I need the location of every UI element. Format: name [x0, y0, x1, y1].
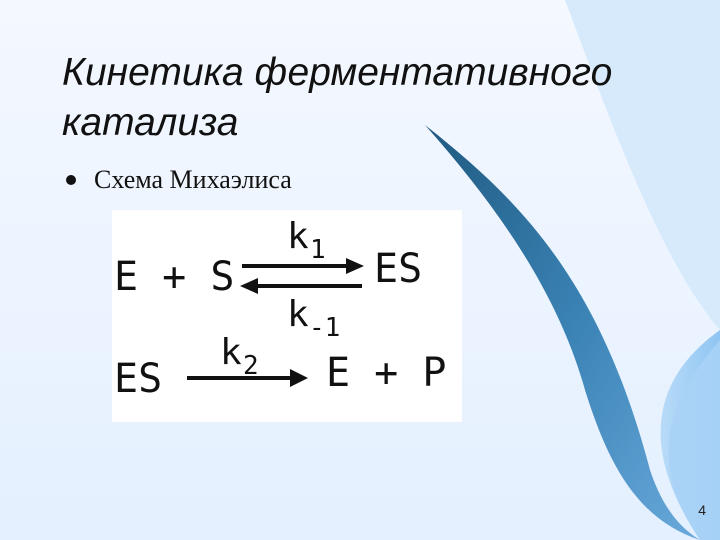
forward-arrow-head: [346, 258, 364, 274]
bullet-dot-icon: [66, 175, 76, 185]
page-number: 4: [698, 502, 706, 518]
michaelis-scheme: E + S ES k 1 k -1 ES k 2 E + P: [112, 210, 462, 422]
reaction2-right: E + P: [326, 350, 446, 396]
slide-title-line-2: катализа: [62, 101, 239, 144]
equilibrium-arrows-icon: [240, 258, 364, 294]
reverse-arrow-head: [240, 278, 258, 294]
reaction1-left: E + S: [114, 254, 234, 300]
reaction2-constant: k: [220, 332, 242, 373]
reaction1-reverse-constant: k: [287, 294, 309, 335]
michaelis-scheme-svg: E + S ES k 1 k -1 ES k 2 E + P: [114, 216, 446, 402]
background-swoosh-top: [565, 0, 720, 330]
reaction2-subscript: 2: [243, 351, 259, 381]
background-swoosh-curve: [425, 125, 700, 540]
reaction2-left: ES: [114, 356, 162, 402]
background-swoosh-fill: [668, 340, 720, 540]
reaction2-arrow-head: [290, 369, 308, 387]
bullet-text: Схема Михаэлиса: [94, 165, 292, 194]
reaction1-forward-subscript: 1: [310, 235, 326, 265]
bullet-item: Схема Михаэлиса: [66, 165, 292, 195]
right-arrow-icon: [187, 369, 308, 387]
slide-title-line-1: Кинетика ферментативного: [62, 51, 613, 94]
reaction1-right: ES: [374, 246, 422, 292]
reaction1-forward-constant: k: [287, 216, 309, 257]
reaction1-reverse-subscript: -1: [309, 313, 340, 343]
slide-title: Кинетика ферментативного катализа: [62, 48, 682, 148]
